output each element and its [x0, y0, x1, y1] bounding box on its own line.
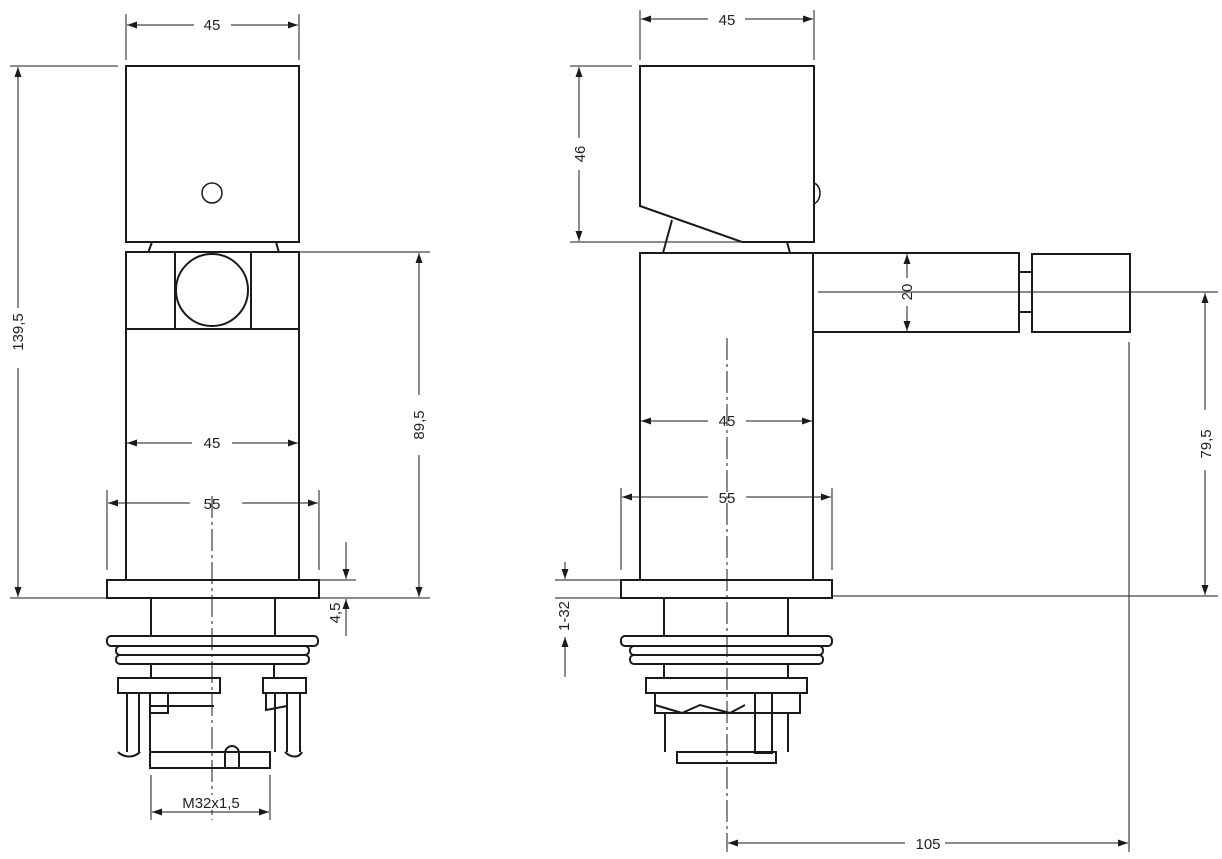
dim-side-deck-thickness: 1-32: [556, 601, 573, 631]
dim-side-base-width: 55: [719, 490, 736, 507]
dim-front-body-width: 45: [204, 435, 221, 452]
front-bracket: [149, 693, 288, 752]
front-dimensions: 45 139,5 89,5 45 55 4,5 M32x1,5: [10, 14, 430, 820]
front-base-plate: [106, 579, 320, 599]
dim-front-base-width: 55: [204, 496, 221, 513]
handle-indicator-dot: [201, 182, 223, 204]
front-nut: [117, 677, 221, 694]
dim-front-top-width: 45: [204, 17, 221, 34]
dim-side-handle-height: 46: [572, 146, 589, 163]
spout-outlet: [175, 253, 249, 327]
side-view: [620, 65, 1131, 852]
dim-front-overall-height: 139,5: [10, 313, 27, 351]
front-view: [106, 65, 320, 820]
front-shank: [150, 597, 276, 637]
dim-side-body-width: 45: [719, 413, 736, 430]
spout-aerator: [1031, 253, 1131, 333]
side-handle: [639, 65, 815, 243]
side-clip: [754, 692, 773, 754]
front-clip: [262, 677, 307, 694]
dim-front-base-plate: 4,5: [327, 603, 344, 624]
spout-outlet-frame: [174, 251, 252, 330]
dim-side-top-width: 45: [719, 12, 736, 29]
side-handle-stem: [662, 219, 791, 254]
dim-side-spout-center-height: 79,5: [1198, 429, 1215, 458]
side-dimensions: 45 46 20 45 55 79,5 1-32: [555, 10, 1218, 853]
dim-front-thread: M32x1,5: [182, 795, 240, 812]
front-connector: [149, 751, 271, 769]
dim-side-projection: 105: [915, 836, 940, 853]
front-handle: [125, 65, 300, 243]
side-shank: [663, 597, 789, 637]
dim-front-body-height: 89,5: [411, 410, 428, 439]
side-handle-knob: [813, 182, 821, 205]
